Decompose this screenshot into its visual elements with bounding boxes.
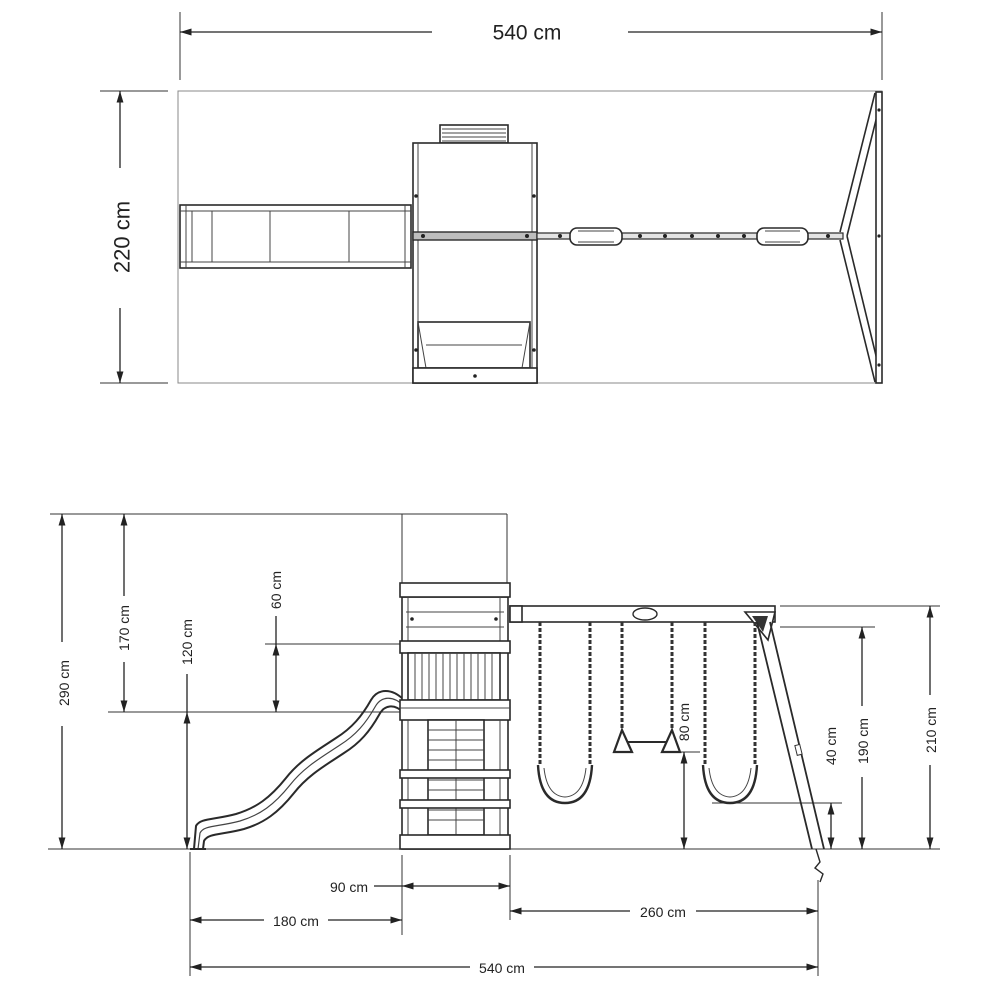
a-frame-bracket-inner	[752, 616, 768, 632]
swing-seat-inner	[543, 767, 587, 798]
bolt	[877, 108, 881, 112]
tower-cross-board	[399, 799, 511, 809]
bolt	[473, 374, 477, 378]
a-frame-leg	[756, 621, 825, 850]
width-tower-label: 90 cm	[330, 879, 368, 895]
tower-top	[412, 124, 538, 384]
height-beam-dimension: 210 cm	[923, 606, 939, 849]
beam-end-cap	[509, 605, 523, 623]
tower-rail	[399, 640, 511, 654]
height-total-label: 290 cm	[56, 660, 72, 706]
top-width-dimension: 540 cm	[179, 12, 883, 80]
seat-lines	[765, 230, 800, 243]
tower-grille	[439, 124, 509, 144]
bolt	[742, 234, 746, 238]
height-upper-dimension: 170 cm	[116, 514, 132, 712]
bolt	[532, 348, 536, 352]
trapeze-handle	[660, 727, 682, 754]
swing-seat-top	[569, 227, 623, 246]
bolt	[638, 234, 642, 238]
bolt	[826, 234, 830, 238]
slide-rails	[180, 205, 411, 268]
beam-bracket	[632, 607, 658, 621]
height-beam-label: 210 cm	[923, 707, 939, 753]
height-platform-dimension: 120 cm	[179, 619, 195, 849]
bolt	[558, 234, 562, 238]
trapeze-handle	[612, 727, 634, 754]
trapeze	[612, 622, 682, 754]
slide-side	[190, 690, 405, 850]
bolt	[877, 234, 881, 238]
bolt	[494, 617, 498, 621]
width-tower-dimension: 90 cm	[330, 879, 510, 895]
bolt	[525, 234, 529, 238]
swing-beam-top	[536, 227, 844, 246]
slide-bottom-edge	[202, 705, 405, 850]
a-frame-bolt	[794, 743, 803, 756]
height-swing-label: 190 cm	[855, 718, 871, 764]
tower-base	[399, 834, 511, 850]
length-total-label: 540 cm	[479, 960, 525, 976]
height-total-dimension: 290 cm	[56, 514, 72, 849]
grille-bars	[442, 128, 506, 142]
bolt	[414, 348, 418, 352]
height-wall-label: 60 cm	[268, 571, 284, 609]
bolt	[410, 617, 414, 621]
top-depth-label: 220 cm	[110, 201, 135, 273]
bolt	[877, 363, 881, 367]
ground-anchor	[813, 848, 824, 883]
length-total-dimension: 540 cm	[190, 960, 818, 976]
tower-side	[399, 582, 511, 850]
top-view: 540 cm 220 cm	[100, 12, 883, 384]
bolt	[690, 234, 694, 238]
tower-upper-boards	[406, 597, 504, 641]
tower-slats	[414, 653, 493, 700]
ladder-lines	[417, 321, 531, 369]
bolt	[716, 234, 720, 238]
height-seat-dimension: 40 cm	[823, 727, 839, 849]
height-seat-label: 40 cm	[823, 727, 839, 765]
tower-platform	[399, 699, 511, 721]
bolt	[421, 234, 425, 238]
slide-rail	[197, 697, 405, 850]
swing-seat	[536, 764, 594, 805]
bolt	[663, 234, 667, 238]
side-view: 290 cm 170 cm 120 cm 60 cm 80 cm 40 cm	[48, 513, 940, 976]
height-upper-label: 170 cm	[116, 605, 132, 651]
swing-left	[536, 622, 594, 805]
height-swing-dimension: 190 cm	[855, 627, 871, 849]
length-slide-dimension: 180 cm	[190, 913, 402, 929]
slide-top-edge	[193, 690, 405, 850]
tower-beam	[412, 231, 538, 241]
bolt	[414, 194, 418, 198]
a-frame-legs	[839, 92, 880, 383]
tower-roof	[399, 582, 511, 598]
top-depth-dimension: 220 cm	[100, 90, 168, 384]
height-platform-label: 120 cm	[179, 619, 195, 665]
length-slide-label: 180 cm	[273, 913, 319, 929]
bolt	[532, 194, 536, 198]
a-frame-top	[839, 91, 883, 384]
swing-seat-top	[756, 227, 809, 246]
swing-right	[701, 622, 759, 805]
seat-lines	[578, 230, 614, 243]
height-trapeze-dimension: 80 cm	[676, 703, 692, 849]
swing-seat	[701, 764, 759, 805]
tower-cross-board	[399, 769, 511, 779]
swing-seat-inner	[708, 767, 752, 798]
length-swing-label: 260 cm	[640, 904, 686, 920]
slide-top	[179, 204, 412, 269]
top-width-label: 540 cm	[493, 22, 562, 45]
height-wall-dimension: 60 cm	[268, 571, 284, 712]
length-swing-dimension: 260 cm	[510, 904, 818, 920]
a-frame-side	[756, 621, 825, 883]
height-trapeze-label: 80 cm	[676, 703, 692, 741]
swing-beam-side	[509, 605, 777, 642]
slide-body	[179, 204, 412, 269]
